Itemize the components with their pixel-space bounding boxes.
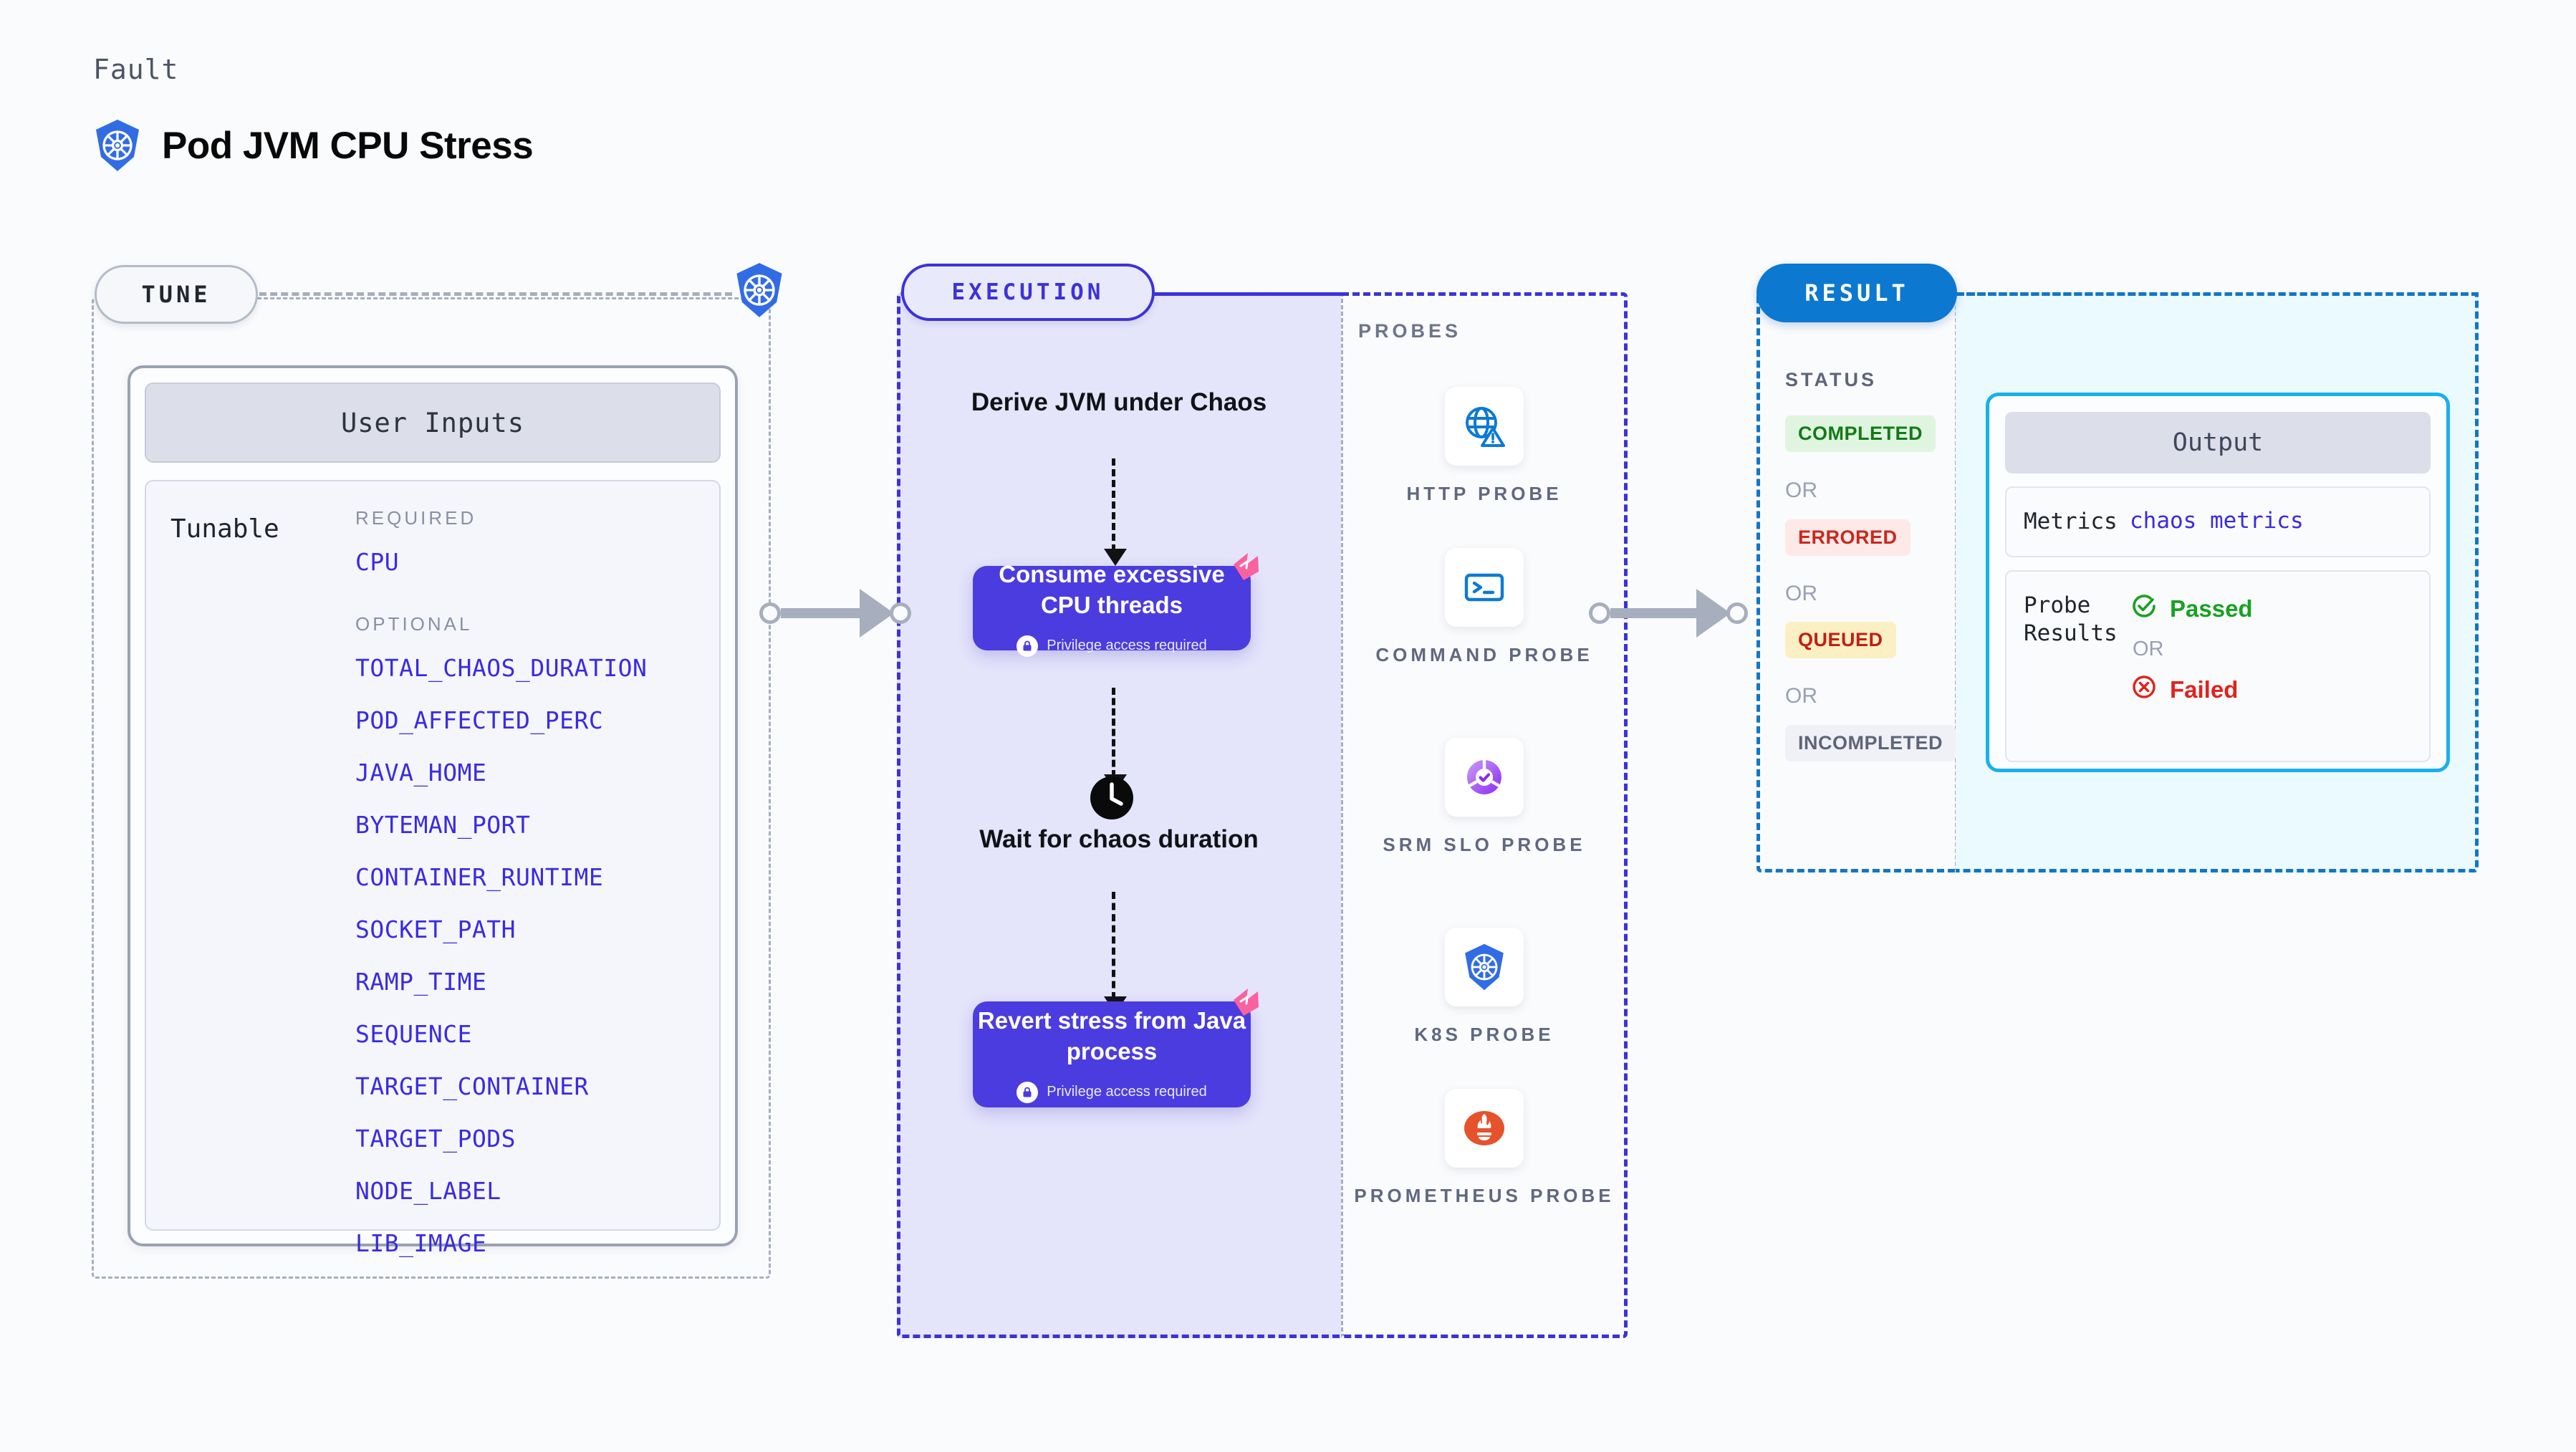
status-badge-incompleted: INCOMPLETED [1785,725,1956,761]
tunable-item[interactable]: RAMP_TIME [355,968,487,996]
group-title-optional: OPTIONAL [355,613,473,635]
chaos-tag-icon [1229,550,1262,587]
user-inputs-header: User Inputs [145,383,721,463]
connector-execution-to-result [1589,589,1748,638]
tunable-item[interactable]: TOTAL_CHAOS_DURATION [355,654,648,682]
probe-http[interactable]: HTTP PROBE [1341,387,1628,506]
group-title-required: REQUIRED [355,507,477,529]
failed-label: Failed [2170,675,2239,703]
probe-label: PROMETHEUS PROBE [1354,1185,1615,1206]
result-panel [1756,292,1957,872]
kubernetes-icon [732,261,787,322]
tune-phase-pill[interactable]: TUNE [95,265,258,324]
execution-wait-label: Wait for chaos duration [979,825,1259,853]
kubernetes-icon [1445,928,1524,1006]
privilege-text-1: Privilege access required [1047,638,1207,654]
result-phase-pill[interactable]: RESULT [1756,264,1957,322]
tunable-item[interactable]: SOCKET_PATH [355,915,516,943]
status-title: STATUS [1785,369,1877,390]
privilege-row-2: Privilege access required [1017,1081,1207,1103]
flow-arrow-icon [1104,892,1127,1014]
connector-dot [759,602,781,624]
execution-step-title-2: Revert stress from Java process [977,1007,1246,1064]
probe-label: COMMAND PROBE [1375,644,1593,665]
probe-result-passed: Passed [2130,592,2253,626]
probe-srm-slo[interactable]: SRM SLO PROBE [1341,738,1628,857]
clock-icon [1089,775,1135,824]
user-inputs-card: User Inputs Tunable REQUIRED CPU OPTIONA… [128,365,738,1257]
tunable-item[interactable]: LIB_IMAGE [355,1229,487,1257]
connector-dot [1589,602,1610,624]
prometheus-icon [1445,1089,1524,1168]
output-metrics-value[interactable]: chaos metrics [2130,508,2304,534]
tunable-item[interactable]: TARGET_PODS [355,1125,516,1153]
tunable-item[interactable]: NODE_LABEL [355,1177,501,1205]
probe-results-values: Passed OR Failed [2130,592,2253,741]
status-badge-errored: ERRORED [1785,519,1911,556]
or-label: OR [2133,637,2164,660]
output-metrics-row: Metrics chaos metrics [2005,486,2431,557]
arrow-head-icon [1696,589,1731,638]
kubernetes-icon [92,118,143,173]
page-title-row: Pod JVM CPU Stress [92,118,534,173]
output-probe-results-key: Probe Results [2024,592,2118,646]
probe-label: SRM SLO PROBE [1383,834,1586,855]
page-title: Pod JVM CPU Stress [162,124,534,167]
output-probe-results-row: Probe Results Passed OR [2005,569,2431,762]
probe-k8s[interactable]: K8S PROBE [1341,928,1628,1047]
execution-step-label-1: Derive JVM under Chaos [971,388,1267,416]
tunable-box: Tunable REQUIRED CPU OPTIONAL TOTAL_CHAO… [145,480,721,1257]
terminal-icon [1445,548,1524,627]
tunable-item-cpu[interactable]: CPU [355,548,400,576]
slo-donut-check-icon [1445,738,1524,817]
passed-label: Passed [2170,595,2253,622]
probe-label: K8S PROBE [1414,1024,1554,1045]
globe-warning-icon [1445,387,1524,466]
probe-command[interactable]: COMMAND PROBE [1341,548,1628,668]
lock-icon [1017,635,1039,657]
probe-label: HTTP PROBE [1406,483,1562,504]
flow-arrow-icon [1104,458,1127,566]
or-label: OR [1785,582,1817,605]
probe-prometheus[interactable]: PROMETHEUS PROBE [1341,1089,1628,1208]
probes-title: PROBES [1358,320,1462,342]
status-badge-queued: QUEUED [1785,622,1896,658]
or-label: OR [1785,684,1817,708]
execution-phase-pill[interactable]: EXECUTION [901,264,1155,321]
tune-panel [92,297,771,1279]
or-label: OR [1785,479,1817,502]
tunable-list: REQUIRED CPU OPTIONAL TOTAL_CHAOS_DURATI… [355,507,719,1257]
tune-dashed-connector [259,292,732,296]
execution-dashed-connector [1155,292,1344,296]
tunable-item[interactable]: SEQUENCE [355,1020,472,1048]
privilege-row-1: Privilege access required [1017,635,1207,657]
tunable-item[interactable]: CONTAINER_RUNTIME [355,863,604,891]
status-badge-completed: COMPLETED [1785,415,1936,452]
tunable-item[interactable]: JAVA_HOME [355,759,487,787]
execution-step-title-1: Consume excessive CPU threads [999,561,1225,618]
check-circle-icon [2130,592,2158,626]
tunable-item[interactable]: POD_AFFECTED_PERC [355,706,604,734]
output-header: Output [2005,412,2431,473]
output-card: Output Metrics chaos metrics Probe Resul… [1986,393,2450,772]
fault-kicker: Fault [93,54,179,85]
flow-arrow-icon [1104,688,1127,792]
arrow-head-icon [860,589,894,638]
connector-tune-to-execution [759,589,911,638]
privilege-text-2: Privilege access required [1047,1084,1207,1100]
probe-result-failed: Failed [2130,673,2253,707]
tunable-item[interactable]: BYTEMAN_PORT [355,811,531,839]
execution-step-box-2[interactable]: Revert stress from Java process Privileg… [973,989,1259,1107]
tunable-row-label: Tunable [170,514,279,544]
chaos-tag-icon [1229,986,1262,1022]
output-metrics-key: Metrics [2024,509,2118,534]
lock-icon [1017,1081,1039,1103]
tunable-item[interactable]: TARGET_CONTAINER [355,1072,589,1100]
result-dashed-connector [1957,292,2479,296]
execution-step-box-1[interactable]: Consume excessive CPU threads Privilege … [973,553,1259,657]
x-circle-icon [2130,673,2158,707]
